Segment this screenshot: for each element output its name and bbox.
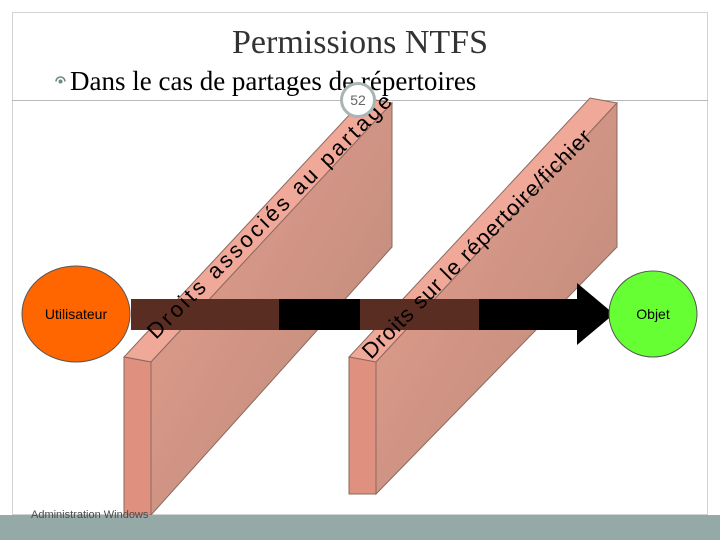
bullet-icon xyxy=(55,76,66,84)
object-label: Objet xyxy=(636,306,670,322)
slide-frame xyxy=(12,12,708,515)
slide-title: Permissions NTFS xyxy=(232,24,488,61)
footer-bar xyxy=(0,515,720,540)
access-arrow xyxy=(131,283,614,345)
ntfs-permissions-wall xyxy=(348,97,618,496)
footer-text: Administration Windows xyxy=(31,509,149,521)
slide-subtitle: Dans le cas de partages de répertoires xyxy=(70,66,477,96)
object-node: Objet xyxy=(608,270,698,358)
user-node: Utilisateur xyxy=(21,265,131,363)
slide-number: 52 xyxy=(340,82,376,118)
user-label: Utilisateur xyxy=(45,306,108,322)
